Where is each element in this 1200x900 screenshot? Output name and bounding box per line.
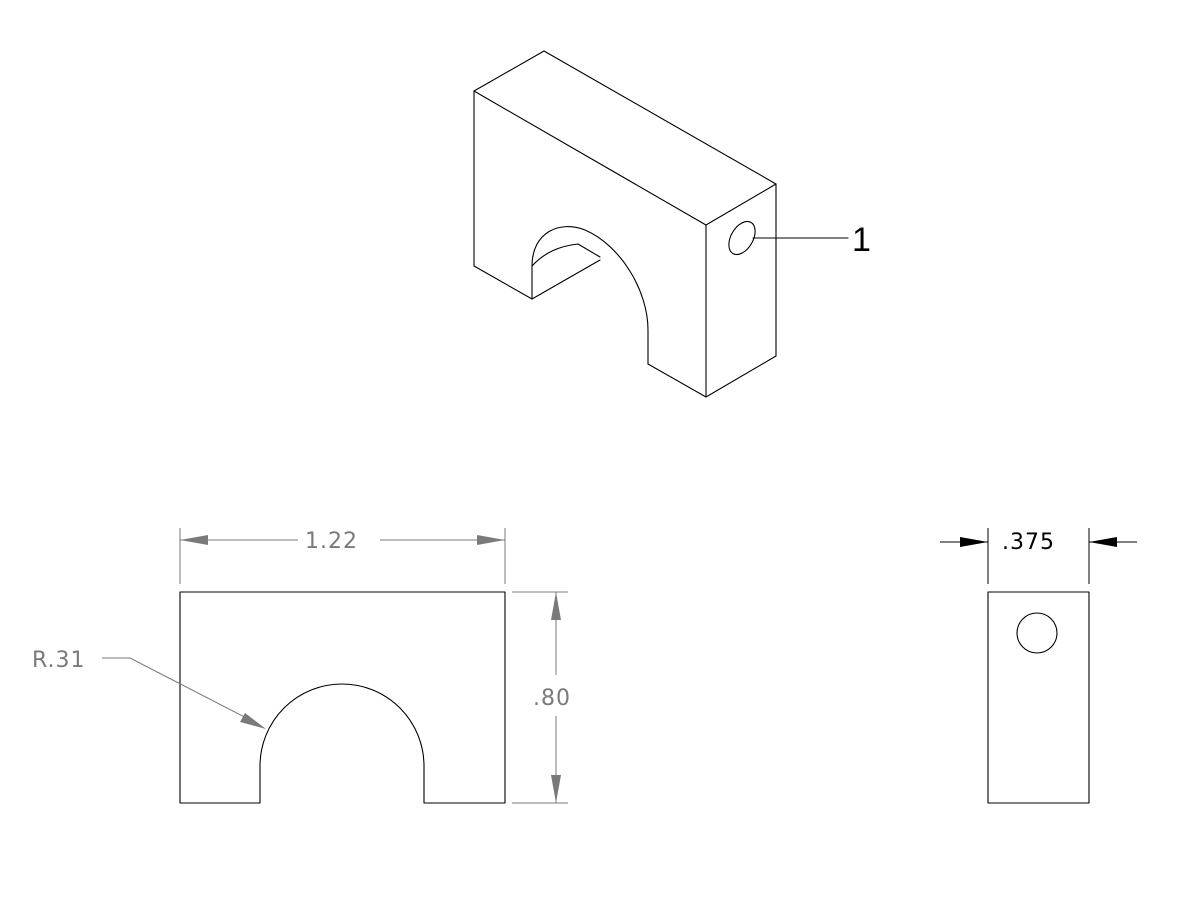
iso-arch-front-curve [531,226,649,331]
front-view [179,591,506,804]
callout-item-number: 1 [852,221,871,259]
thickness-dimension: .375 [940,528,1137,584]
width-dimension-text: 1.22 [305,529,358,554]
height-dimension: .80 [512,591,571,804]
radius-leader-line [129,657,259,725]
height-arrow-top [551,592,561,620]
iso-top-front-edge [473,90,707,226]
iso-side-hole [728,220,756,256]
iso-bottom-left-foot [473,265,533,300]
front-view-outline [179,591,506,804]
width-arrow-right [477,535,505,545]
iso-arch-inner-top [577,243,601,258]
thickness-arrow-left [960,537,988,547]
iso-arch-inner-flat [531,259,601,300]
isometric-view: 1 [473,50,871,398]
iso-arch-back-curve [531,243,579,267]
iso-top-back-edge [473,50,545,92]
radius-dimension-text: R.31 [32,648,86,673]
width-arrow-left [180,535,208,545]
side-view [987,591,1090,804]
iso-top-side-edge [705,183,777,226]
radius-dimension: R.31 [32,648,266,729]
side-view-outline [987,591,1090,804]
thickness-arrow-right [1089,537,1117,547]
thickness-dimension-text: .375 [1002,530,1055,555]
iso-bottom-right-foot [647,363,707,398]
radius-arrow [240,713,266,729]
iso-top-right-edge [543,50,777,185]
height-arrow-bottom [551,775,561,803]
height-dimension-text: .80 [533,686,571,711]
width-dimension: 1.22 [179,528,506,584]
iso-bottom-side-edge [705,355,777,398]
side-view-hole [1016,612,1058,654]
